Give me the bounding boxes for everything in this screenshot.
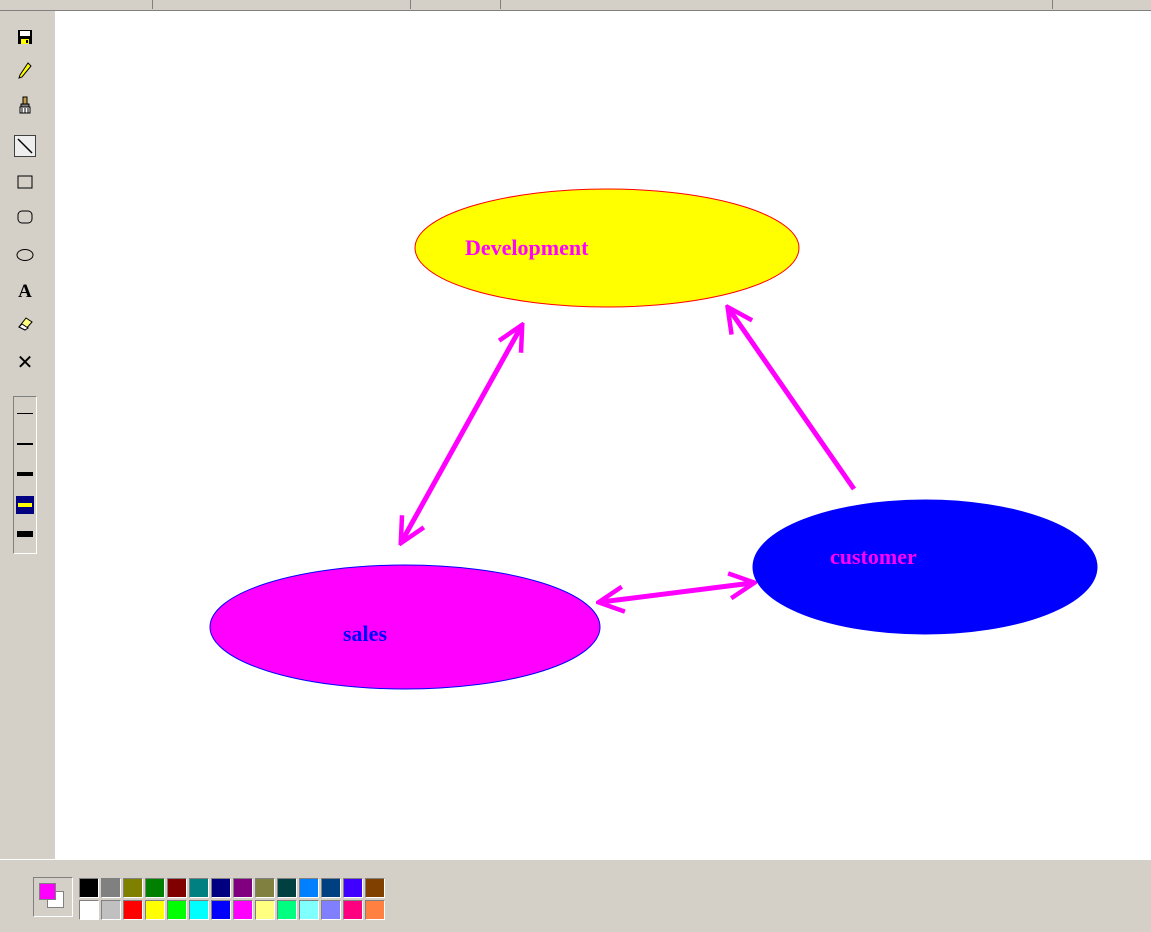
line-tool-icon[interactable] (14, 135, 36, 157)
color-swatch[interactable] (321, 878, 341, 898)
ellipse-tool-icon[interactable] (14, 244, 36, 266)
clear-icon[interactable]: ✕ (16, 351, 34, 374)
foreground-color-swatch (39, 883, 56, 900)
color-swatch[interactable] (211, 900, 231, 920)
save-icon[interactable] (14, 26, 36, 48)
color-swatch[interactable] (145, 900, 165, 920)
top-toolbar-strip (0, 0, 1151, 11)
rounded-rectangle-tool-icon[interactable] (14, 206, 36, 228)
color-swatch[interactable] (189, 878, 209, 898)
color-swatch[interactable] (211, 878, 231, 898)
customer-label: customer (830, 544, 917, 569)
color-swatch[interactable] (233, 900, 253, 920)
eraser-icon[interactable] (14, 313, 36, 335)
color-swatch[interactable] (299, 900, 319, 920)
arrow-development-sales (402, 327, 521, 541)
sales-label: sales (343, 621, 387, 646)
color-swatch[interactable] (343, 878, 363, 898)
color-swatch[interactable] (299, 878, 319, 898)
color-swatch[interactable] (365, 900, 385, 920)
color-swatch-grid (79, 878, 387, 922)
color-swatch[interactable] (167, 900, 187, 920)
development-ellipse (414, 188, 800, 308)
customer-ellipse (752, 499, 1098, 635)
color-swatch[interactable] (167, 878, 187, 898)
color-swatch[interactable] (255, 900, 275, 920)
color-swatch[interactable] (277, 878, 297, 898)
line-width-2-option[interactable] (16, 435, 34, 453)
development-label: Development (465, 235, 589, 260)
color-palette-bar (0, 859, 1151, 932)
color-swatch[interactable] (123, 878, 143, 898)
color-swatch[interactable] (101, 900, 121, 920)
drawing-canvas[interactable]: Development sales customer (55, 11, 1151, 859)
toolbar-separator (500, 0, 501, 9)
color-swatch[interactable] (277, 900, 297, 920)
line-width-3-option[interactable] (16, 465, 34, 483)
line-width-selector (13, 396, 37, 554)
pencil-icon[interactable] (14, 60, 36, 82)
color-swatch[interactable] (145, 878, 165, 898)
toolbar-separator (152, 0, 153, 9)
arrow-customer-development (729, 309, 857, 491)
arrow-sales-customer (601, 583, 752, 602)
line-width-5-option[interactable] (16, 525, 34, 543)
color-swatch[interactable] (255, 878, 275, 898)
color-swatch[interactable] (233, 878, 253, 898)
color-swatch[interactable] (79, 900, 99, 920)
sales-ellipse (209, 564, 601, 690)
color-swatch[interactable] (123, 900, 143, 920)
current-colors-indicator[interactable] (33, 877, 73, 917)
toolbox: A ✕ (0, 11, 54, 859)
line-width-4-option[interactable] (16, 496, 34, 514)
brush-icon[interactable] (14, 94, 36, 116)
color-swatch[interactable] (101, 878, 121, 898)
rectangle-tool-icon[interactable] (14, 171, 36, 193)
toolbar-separator (410, 0, 411, 9)
color-swatch[interactable] (321, 900, 341, 920)
color-swatch[interactable] (189, 900, 209, 920)
color-swatch[interactable] (79, 878, 99, 898)
color-swatch[interactable] (365, 878, 385, 898)
color-swatch[interactable] (343, 900, 363, 920)
toolbar-separator (1052, 0, 1053, 9)
text-tool-icon[interactable]: A (18, 281, 32, 302)
line-width-1-option[interactable] (16, 404, 34, 422)
